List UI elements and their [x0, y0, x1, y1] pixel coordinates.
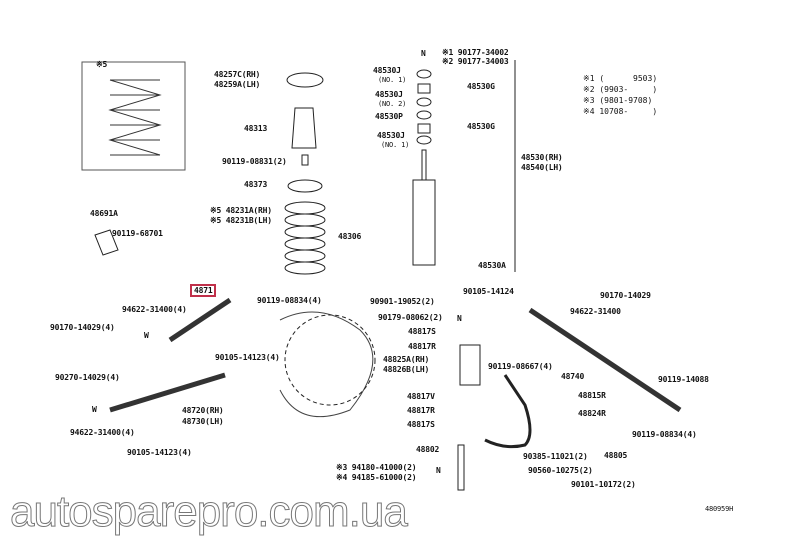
part-note: (NO. 1): [378, 76, 407, 84]
part-label[interactable]: 48259A(LH): [214, 80, 261, 89]
axle-outline: [284, 314, 376, 406]
insulator: [287, 179, 323, 193]
spring-inset-box: [81, 61, 186, 171]
part-label[interactable]: 90101-10172(2): [571, 480, 636, 489]
part-label[interactable]: 90170-14029(4): [50, 323, 115, 332]
part-label[interactable]: 90119-08834(4): [257, 296, 322, 305]
part-label[interactable]: 90105-14123(4): [127, 448, 192, 457]
part-label[interactable]: 90119-08667(4): [488, 362, 553, 371]
bump-stopper: [291, 107, 317, 149]
part-label[interactable]: 48373: [244, 180, 268, 189]
part-label[interactable]: 48530G: [467, 122, 495, 131]
w-symbol-icon: W: [144, 331, 149, 340]
coil-spring: [284, 201, 326, 275]
part-label[interactable]: 48740: [561, 372, 585, 381]
spring-seat: [286, 72, 324, 88]
w-symbol-icon: W: [92, 405, 97, 414]
part-label[interactable]: 48817S: [408, 327, 436, 336]
legend: ※1 ( 9503) ※2 (9903- ) ※3 (9801-9708) ※4 10…: [583, 73, 657, 117]
part-label[interactable]: 48802: [416, 445, 440, 454]
stabilizer-link: [457, 444, 465, 491]
part-label[interactable]: 90170-14029: [600, 291, 651, 300]
part-label[interactable]: 48805: [604, 451, 628, 460]
legend-item: ※1 ( 9503): [583, 74, 658, 83]
part-label[interactable]: 48313: [244, 124, 268, 133]
part-label[interactable]: 48530(RH): [521, 153, 563, 162]
bracket-48691A: [94, 229, 119, 256]
shock-absorber: [412, 69, 436, 266]
part-label[interactable]: 48306: [338, 232, 362, 241]
part-label[interactable]: 48540(LH): [521, 163, 563, 172]
part-label[interactable]: 48530P: [375, 112, 403, 121]
part-label[interactable]: ※1 90177-34002: [442, 48, 509, 57]
part-label[interactable]: ※3 94180-41000(2): [336, 463, 417, 472]
part-label[interactable]: 48530J: [377, 131, 405, 140]
part-label[interactable]: 90105-14123(4): [215, 353, 280, 362]
part-label[interactable]: 48730(LH): [182, 417, 224, 426]
part-label[interactable]: 48720(RH): [182, 406, 224, 415]
part-label[interactable]: 94622-31400: [570, 307, 621, 316]
part-label[interactable]: 48817R: [408, 342, 436, 351]
part-label[interactable]: 90179-08062(2): [378, 313, 443, 322]
part-label[interactable]: 48530A: [478, 261, 506, 270]
lower-arm: [109, 372, 226, 413]
part-label[interactable]: 90119-08831(2): [222, 157, 287, 166]
part-label[interactable]: 48826B(LH): [383, 365, 430, 374]
part-label[interactable]: 90560-10275(2): [528, 466, 593, 475]
highlighted-part-label[interactable]: 4871: [189, 284, 217, 297]
lateral-rod: [528, 307, 682, 413]
stabilizer-bar: [484, 374, 532, 449]
part-label[interactable]: 48817S: [407, 420, 435, 429]
inset-spring: [108, 79, 162, 156]
part-note: (NO. 2): [378, 100, 407, 108]
part-note: (NO. 1): [381, 141, 410, 149]
part-label[interactable]: 90270-14029(4): [55, 373, 120, 382]
part-label[interactable]: 48530G: [467, 82, 495, 91]
axle-housing: [279, 311, 374, 418]
part-label[interactable]: 90901-19052(2): [370, 297, 435, 306]
part-label[interactable]: 48817V: [407, 392, 435, 401]
part-label[interactable]: 90119-14088: [658, 375, 709, 384]
part-label[interactable]: 94622-31400(4): [70, 428, 135, 437]
part-label[interactable]: ※5 48231B(LH): [210, 216, 272, 225]
part-label[interactable]: 90105-14124: [463, 287, 514, 296]
diagram-code: 480959H: [705, 505, 734, 513]
part-label[interactable]: 48530J: [375, 90, 403, 99]
part-label[interactable]: 48257C(RH): [214, 70, 261, 79]
part-label[interactable]: 90385-11021(2): [523, 452, 588, 461]
stabilizer-bracket: [459, 344, 481, 386]
part-label[interactable]: ※2 90177-34003: [442, 57, 509, 66]
legend-item: ※2 (9903- ): [583, 85, 658, 94]
inset-label: ※5: [96, 60, 108, 69]
part-label[interactable]: 48530J: [373, 66, 401, 75]
part-label[interactable]: 48825A(RH): [383, 355, 430, 364]
part-label[interactable]: 48817R: [407, 406, 435, 415]
part-label[interactable]: 48815R: [578, 391, 606, 400]
part-label[interactable]: 94622-31400(4): [122, 305, 187, 314]
bolt: [301, 154, 309, 166]
part-label[interactable]: 48824R: [578, 409, 606, 418]
part-label[interactable]: 90119-08834(4): [632, 430, 697, 439]
part-label[interactable]: 48691A: [90, 209, 118, 218]
part-label[interactable]: ※5 48231A(RH): [210, 206, 272, 215]
n-symbol-icon: N: [457, 314, 462, 323]
n-symbol-icon: N: [421, 49, 426, 58]
part-label[interactable]: ※4 94185-61000(2): [336, 473, 417, 482]
legend-item: ※4 10708- ): [583, 107, 658, 116]
n-symbol-icon: N: [436, 466, 441, 475]
upper-arm: [168, 297, 232, 343]
legend-item: ※3 (9801-9708): [583, 96, 653, 105]
part-label[interactable]: 90119-68701: [112, 229, 163, 238]
